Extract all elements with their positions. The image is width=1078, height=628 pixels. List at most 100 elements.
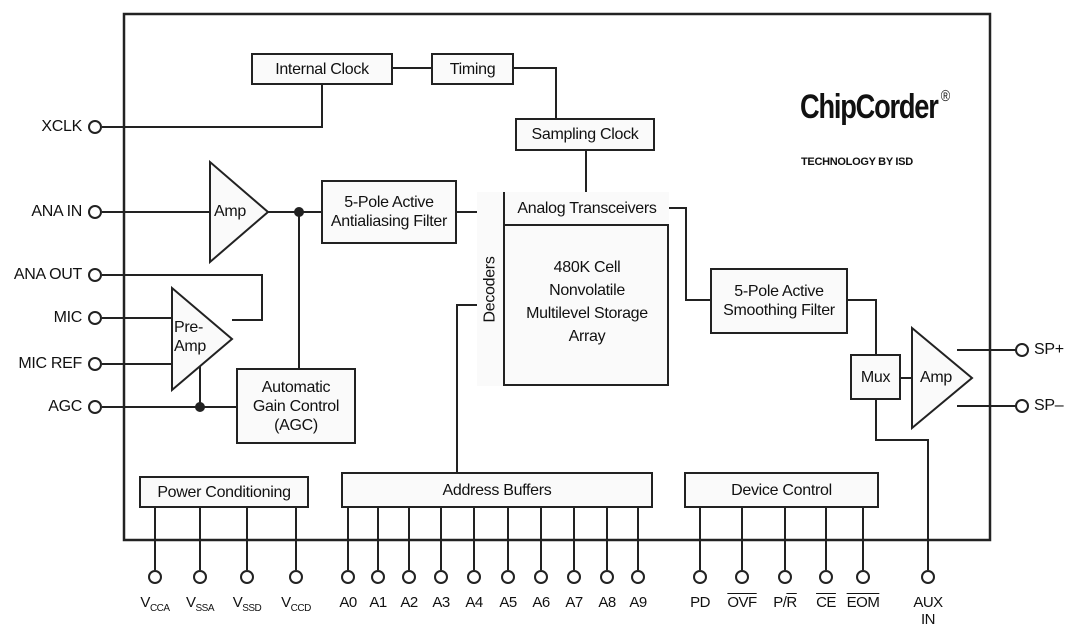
pin-mic — [88, 311, 102, 325]
agc-line1: Automatic — [261, 378, 331, 396]
bottom-pin-base: PD — [690, 594, 710, 611]
storage-array-line2: Nonvolatile — [549, 282, 625, 299]
label-sp-minus: SP– — [1034, 397, 1064, 414]
bottom-pin-base: A1 — [369, 594, 387, 611]
label-mic-ref: MIC REF — [18, 355, 82, 372]
power-conditioning-label: Power Conditioning — [157, 483, 291, 501]
pin-sp-plus — [1015, 343, 1029, 357]
bottom-pin-label: CE — [806, 594, 846, 611]
bottom-pin-base: A4 — [465, 594, 483, 611]
bottom-pin-label: A4 — [454, 594, 494, 611]
pin-sp-minus — [1015, 399, 1029, 413]
bottom-pin-label: PD — [680, 594, 720, 611]
bottom-pin-base: A6 — [532, 594, 550, 611]
label-xclk: XCLK — [41, 118, 82, 135]
bottom-pin-base: V — [232, 594, 243, 611]
pre-amp-line1: Pre- — [174, 319, 204, 336]
bottom-pin-base: CE — [816, 594, 836, 611]
antialiasing-filter-line1: 5-Pole Active — [344, 194, 434, 211]
transceiver-smoothing-wire — [669, 207, 710, 301]
bottom-pin-label: A7 — [554, 594, 594, 611]
bottom-pin-label: A9 — [618, 594, 658, 611]
bottom-pin-base: A2 — [400, 594, 418, 611]
bottom-pin-subscript: CCD — [290, 603, 312, 614]
agc-node-dot — [195, 402, 205, 412]
bottom-pin-label: A6 — [521, 594, 561, 611]
bottom-pin-subscript: SSA — [195, 603, 215, 614]
pre-amp-triangle — [171, 285, 234, 393]
input-amp-triangle — [209, 159, 270, 265]
antialiasing-filter-block: 5-Pole Active Antialiasing Filter — [321, 180, 457, 244]
address-buffers-label: Address Buffers — [442, 481, 552, 499]
chip-outline — [122, 12, 992, 542]
ana-out-wire — [102, 274, 263, 321]
label-mic: MIC — [53, 309, 83, 326]
bottom-pin-label: A8 — [587, 594, 627, 611]
agc-block: Automatic Gain Control (AGC) — [236, 368, 356, 444]
internal-clock-block: Internal Clock — [251, 53, 393, 85]
analog-transceivers-block: Analog Transceivers — [503, 192, 669, 226]
antialiasing-filter-line2: Antialiasing Filter — [330, 213, 448, 230]
xclk-wire — [102, 84, 323, 128]
bottom-pin-label: A3 — [421, 594, 461, 611]
decoders-label: Decoders — [481, 255, 499, 323]
power-conditioning-block: Power Conditioning — [139, 476, 309, 508]
chipcorder-logo: ChipCorder® — [800, 88, 950, 127]
bottom-pin-overline-part: R — [786, 594, 797, 611]
brand-tagline: TECHNOLOGY BY ISD — [801, 156, 913, 168]
mux-block: Mux — [850, 354, 901, 400]
brand-name: ChipCorder — [800, 88, 939, 126]
bottom-pin-label: EOM — [843, 594, 883, 611]
bottom-pin-label: OVF — [722, 594, 762, 611]
output-amp-triangle — [911, 325, 974, 431]
label-ana-out: ANA OUT — [13, 266, 82, 283]
bottom-pin-base: AUX IN — [913, 594, 943, 628]
timing-label: Timing — [449, 60, 496, 78]
registered-mark: ® — [940, 88, 950, 105]
pin-ana-in — [88, 205, 102, 219]
bottom-pin-base: V — [185, 594, 196, 611]
bottom-pin-label: VCCD — [276, 594, 316, 614]
bottom-pin-base: A5 — [499, 594, 517, 611]
decoders-block: Decoders — [477, 192, 505, 386]
internal-clock-label: Internal Clock — [275, 60, 369, 78]
bottom-pin-base: OVF — [727, 594, 757, 611]
smoothing-filter-block: 5-Pole Active Smoothing Filter — [710, 268, 848, 334]
bottom-pin-base: A7 — [565, 594, 583, 611]
bottom-pin-label: VSSD — [227, 594, 267, 614]
bottom-pin-label: VSSA — [180, 594, 220, 614]
bottom-pin-label: A2 — [389, 594, 429, 611]
agc-line3: (AGC) — [274, 416, 318, 434]
aux-in-wire — [875, 400, 929, 570]
bottom-pin-label: A5 — [488, 594, 528, 611]
bottom-pin-label: A1 — [358, 594, 398, 611]
label-ana-in: ANA IN — [31, 203, 82, 220]
label-agc: AGC — [48, 398, 82, 415]
storage-array-line1: 480K Cell — [553, 259, 621, 276]
smoothing-filter-line2: Smoothing Filter — [723, 302, 835, 319]
storage-array-label: 480K Cell Nonvolatile Multilevel Storage… — [505, 256, 669, 348]
bottom-pin-base: A8 — [598, 594, 616, 611]
input-amp-label: Amp — [214, 203, 246, 220]
storage-array-line3: Multilevel Storage — [526, 305, 648, 322]
timing-block: Timing — [431, 53, 514, 85]
bottom-pin-base: A9 — [629, 594, 647, 611]
bottom-pin-subscript: SSD — [242, 603, 262, 614]
bottom-pin-label: AUX IN — [908, 594, 948, 628]
storage-array-line4: Array — [568, 328, 606, 345]
output-amp-label: Amp — [920, 369, 952, 386]
address-array-wire — [456, 304, 477, 472]
address-buffers-block: Address Buffers — [341, 472, 653, 508]
pin-xclk — [88, 120, 102, 134]
pre-amp-line2: Amp — [174, 338, 206, 355]
pin-agc — [88, 400, 102, 414]
bottom-pin-base: V — [140, 594, 150, 611]
agc-line2: Gain Control — [252, 397, 340, 415]
label-sp-plus: SP+ — [1034, 341, 1064, 358]
bottom-pin-label: P/R — [765, 594, 805, 611]
bottom-pin-base: V — [281, 594, 291, 611]
bottom-pin-subscript: CCA — [149, 603, 170, 614]
bottom-pin-base: A0 — [339, 594, 357, 611]
